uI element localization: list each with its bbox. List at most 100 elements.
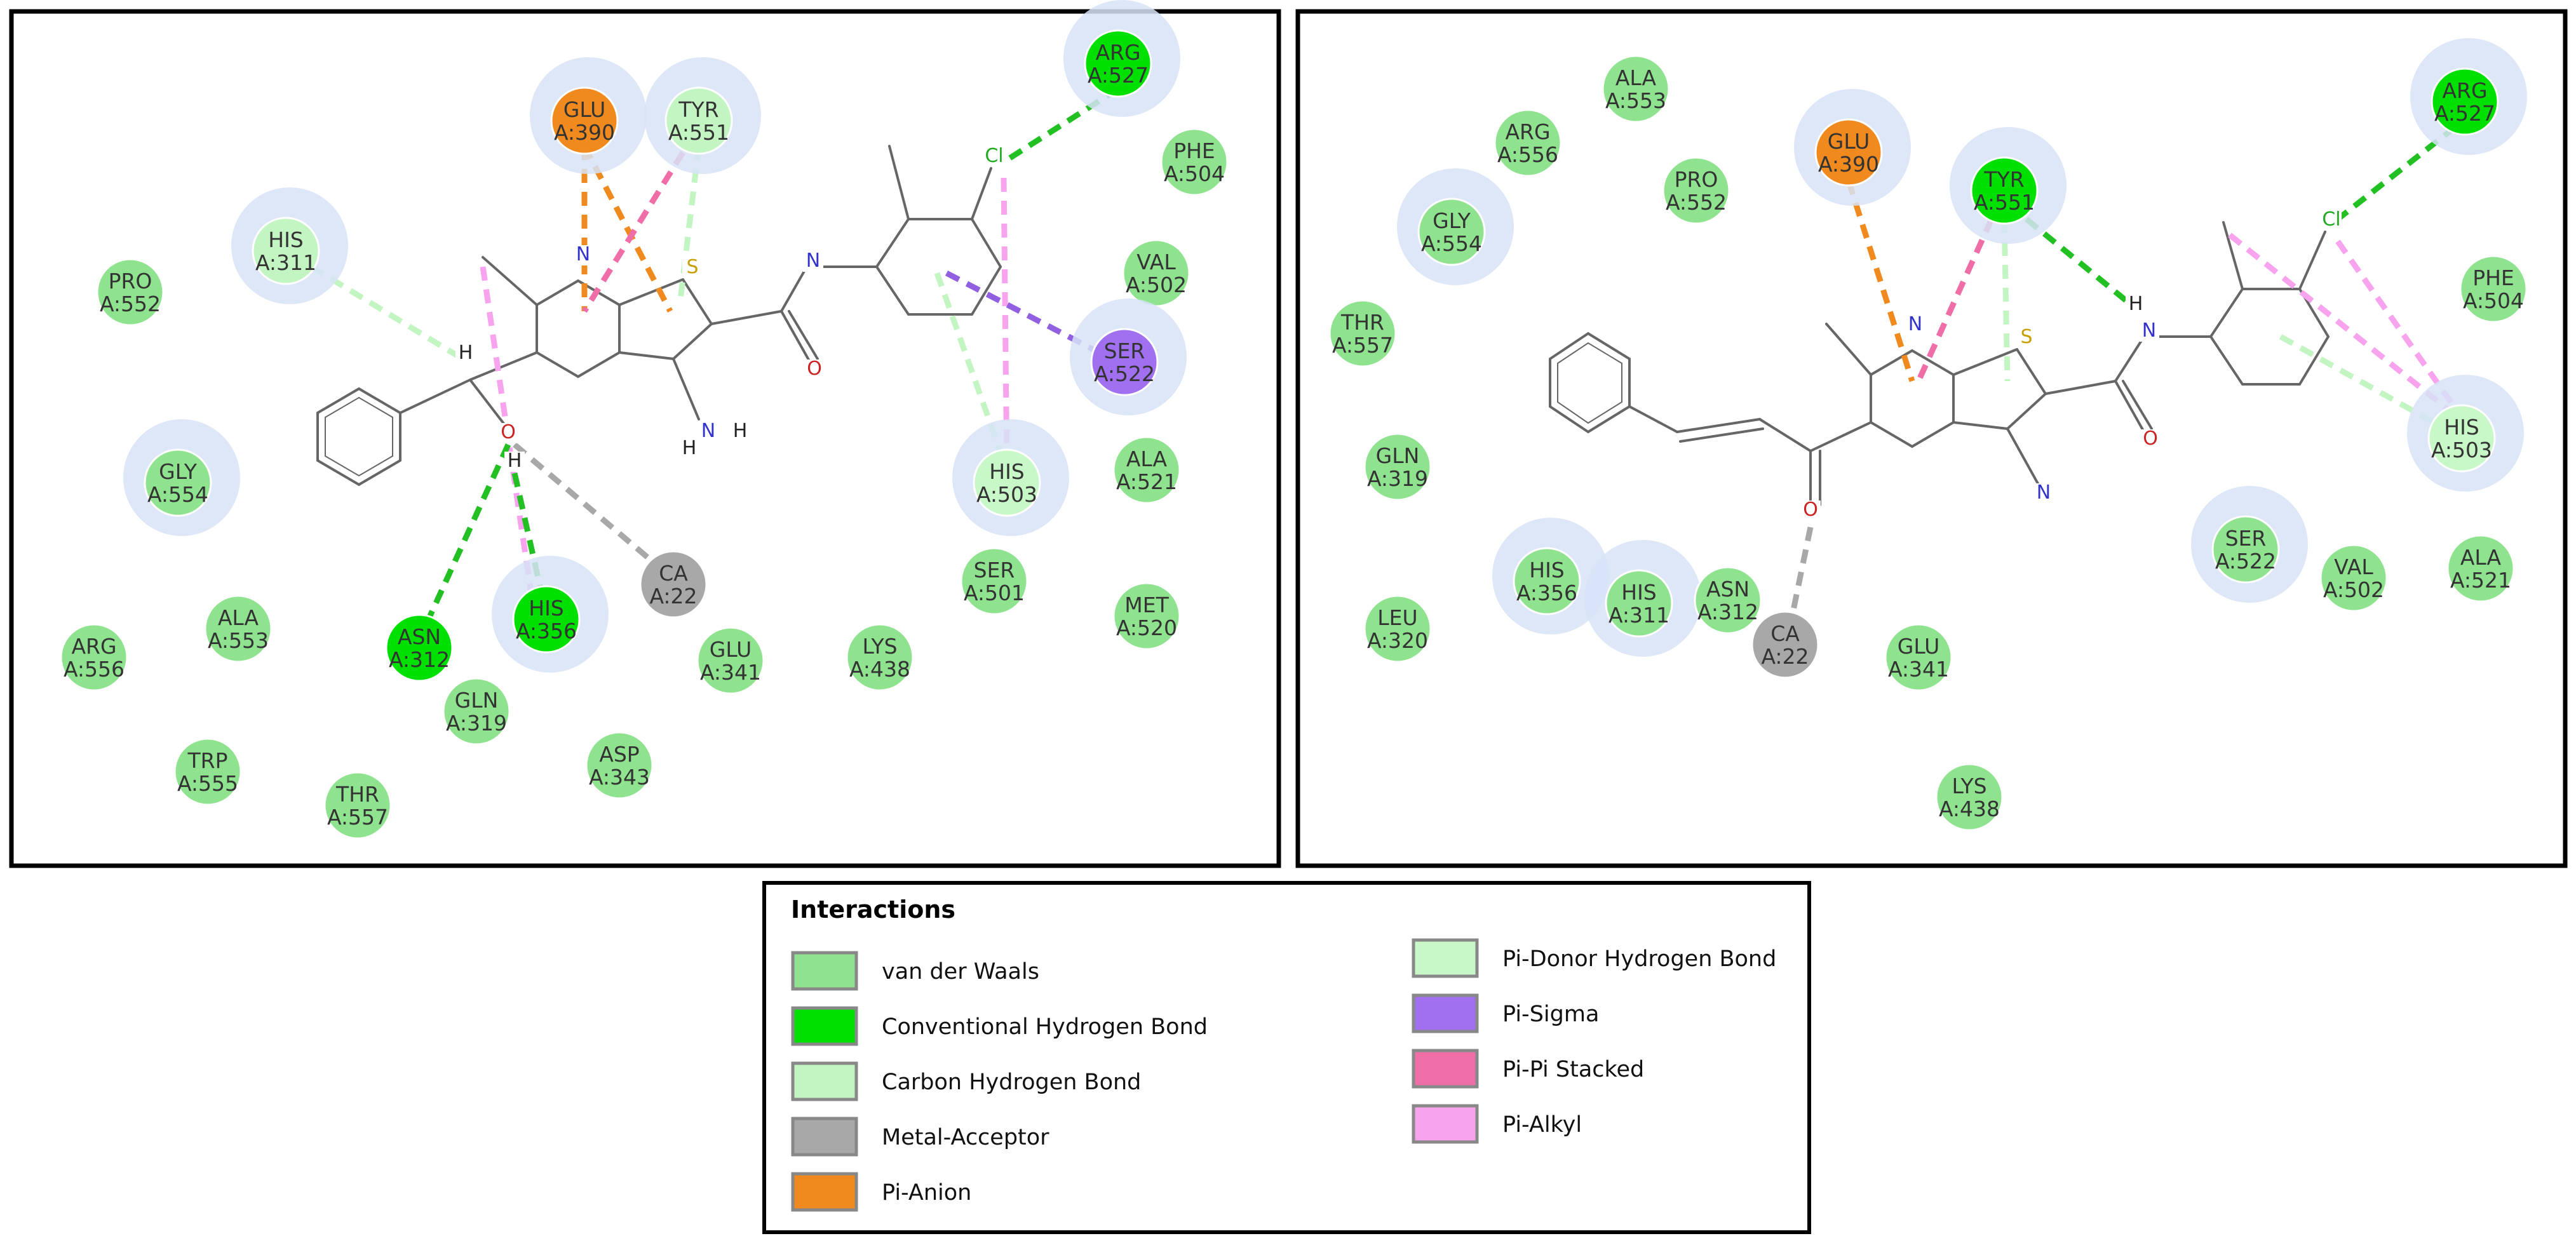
residue-number: A:552 bbox=[100, 292, 161, 316]
bond bbox=[888, 145, 910, 220]
residue-number: A:553 bbox=[208, 628, 269, 653]
ligand-structure-left bbox=[316, 145, 1002, 487]
residue-name: TRP bbox=[187, 748, 228, 773]
bond bbox=[2122, 380, 2153, 430]
legend-swatch bbox=[1412, 993, 1479, 1033]
residue-disc bbox=[442, 677, 511, 746]
residue-number: A:312 bbox=[389, 647, 450, 672]
legend-swatch bbox=[791, 1061, 858, 1101]
legend-swatch bbox=[1412, 938, 1479, 978]
legend-swatch bbox=[791, 1006, 858, 1046]
residue-name: ALA bbox=[218, 605, 259, 630]
atom-label: N bbox=[806, 250, 820, 272]
residue-disc bbox=[1662, 156, 1730, 225]
atom-label: O bbox=[807, 358, 822, 380]
atom-label: N bbox=[2142, 319, 2156, 342]
bond bbox=[469, 379, 509, 431]
legend-label: Metal-Acceptor bbox=[882, 1125, 1049, 1150]
residue-name: TYR bbox=[1983, 167, 2024, 192]
residue-disc bbox=[1884, 623, 1953, 692]
residue-number: A:438 bbox=[849, 657, 910, 682]
bond bbox=[1628, 405, 1678, 433]
residue-disc bbox=[1694, 566, 1762, 635]
atom-mask bbox=[1800, 501, 1821, 521]
residue-number: A:390 bbox=[1818, 152, 1879, 177]
residue-number: A:356 bbox=[516, 619, 577, 643]
residue-name: VAL bbox=[1136, 250, 1176, 274]
residue-number: A:311 bbox=[255, 250, 316, 275]
residue-disc bbox=[960, 547, 1028, 615]
residue-name: SER bbox=[974, 558, 1015, 582]
residue-disc bbox=[2431, 67, 2499, 136]
residue-number: A:312 bbox=[1697, 600, 1758, 624]
residue-disc bbox=[1112, 582, 1181, 650]
bond bbox=[2044, 380, 2117, 395]
residue-disc bbox=[60, 623, 128, 692]
bond bbox=[2298, 231, 2326, 290]
residue-number: A:501 bbox=[964, 581, 1025, 605]
residue-disc bbox=[173, 737, 242, 806]
residue-disc bbox=[846, 623, 914, 692]
residue-name: GLY bbox=[159, 459, 198, 484]
residue-disc bbox=[2459, 255, 2528, 323]
atom-mask bbox=[2126, 295, 2146, 315]
residue-name: HIS bbox=[268, 227, 304, 252]
pi-pi-stacked-line bbox=[1915, 218, 1995, 382]
atom-mask bbox=[1905, 315, 1925, 335]
atom-label: N bbox=[1908, 313, 1922, 335]
interaction-lines-right bbox=[1788, 124, 2461, 620]
bond bbox=[1557, 342, 1622, 424]
residue-name: LEU bbox=[1377, 605, 1417, 630]
residue-name: PRO bbox=[1675, 167, 1718, 192]
residue-number: A:521 bbox=[1116, 469, 1177, 494]
residue-disc bbox=[1935, 763, 2004, 831]
residue-name: TYR bbox=[678, 97, 718, 122]
pi-alkyl-line bbox=[1001, 177, 1010, 471]
bond bbox=[672, 358, 700, 420]
residue-name: ARG bbox=[71, 634, 116, 659]
residue-number: A:522 bbox=[2215, 549, 2276, 574]
residue-name: GLU bbox=[563, 97, 605, 122]
bond bbox=[2114, 335, 2145, 382]
residue-name: MET bbox=[1124, 593, 1169, 617]
residue-name: LYS bbox=[1952, 774, 1986, 798]
residue-number: A:551 bbox=[668, 120, 729, 145]
bond bbox=[780, 310, 811, 363]
residue-disc bbox=[1328, 299, 1397, 368]
residue-disc bbox=[385, 614, 454, 682]
residue-number: A:356 bbox=[1516, 581, 1577, 605]
residue-name: GLY bbox=[1433, 208, 1471, 233]
residue-number: A:504 bbox=[1164, 161, 1225, 186]
residue-disc bbox=[639, 550, 708, 619]
bond bbox=[971, 167, 992, 220]
residue-number: A:438 bbox=[1939, 796, 2000, 821]
residue-number: A:22 bbox=[1761, 644, 1809, 669]
atom-label: Cl bbox=[985, 145, 1003, 167]
residue-name: ASN bbox=[1706, 577, 1750, 601]
atom-mask bbox=[682, 258, 703, 278]
residue-number: A:503 bbox=[2431, 438, 2492, 462]
residue-disc bbox=[96, 258, 165, 326]
residue-number: A:551 bbox=[1974, 190, 2035, 215]
pi-pi-stacked-line bbox=[582, 151, 685, 313]
residue-disc bbox=[1160, 128, 1229, 196]
residue-disc bbox=[512, 585, 581, 654]
